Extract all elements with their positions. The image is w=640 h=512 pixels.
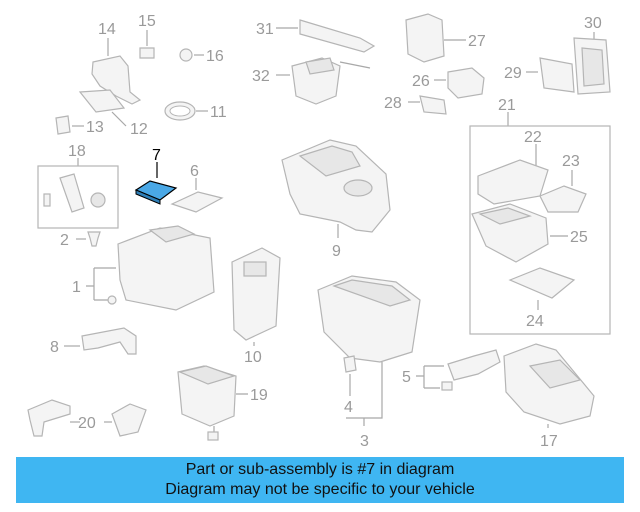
part-14-shape bbox=[91, 38, 142, 105]
part-2-shape bbox=[76, 231, 101, 247]
callout-13: 13 bbox=[86, 119, 104, 136]
callout-22: 22 bbox=[524, 129, 542, 146]
callout-21: 21 bbox=[498, 97, 516, 114]
part-17-shape bbox=[503, 343, 595, 428]
part-20-shape bbox=[27, 399, 80, 437]
info-banner: Part or sub-assembly is #7 in diagram Di… bbox=[16, 457, 624, 503]
callout-15: 15 bbox=[138, 13, 156, 30]
part-31-shape bbox=[276, 19, 376, 53]
callout-2: 2 bbox=[60, 232, 69, 249]
part-29-shape bbox=[526, 57, 575, 93]
part-1-shape bbox=[86, 225, 215, 311]
part-16-shape bbox=[179, 48, 204, 62]
callout-20: 20 bbox=[78, 415, 96, 432]
part-11-shape bbox=[164, 101, 208, 121]
callout-18: 18 bbox=[68, 143, 86, 160]
part-21-group bbox=[469, 112, 611, 335]
part-13-shape bbox=[55, 115, 84, 135]
part-20b-shape bbox=[104, 403, 147, 437]
callout-11: 11 bbox=[210, 104, 227, 121]
part-18-shape bbox=[37, 158, 119, 229]
part-27-shape bbox=[405, 13, 466, 63]
callout-24: 24 bbox=[526, 313, 544, 330]
part-12-shape bbox=[78, 89, 127, 127]
callout-31: 31 bbox=[256, 21, 274, 38]
callout-14: 14 bbox=[98, 21, 116, 38]
part-30-shape bbox=[573, 32, 611, 95]
banner-line-1: Part or sub-assembly is #7 in diagram bbox=[185, 461, 455, 478]
callout-23: 23 bbox=[562, 153, 580, 170]
callout-6: 6 bbox=[190, 163, 199, 180]
callout-17: 17 bbox=[540, 433, 558, 450]
part-9-shape bbox=[281, 139, 391, 238]
part-28-shape bbox=[408, 95, 447, 115]
part-5-shape bbox=[416, 349, 501, 391]
callout-4: 4 bbox=[344, 399, 353, 416]
part-7-shape[interactable] bbox=[134, 162, 178, 205]
banner-line-2: Diagram may not be specific to your vehi… bbox=[165, 481, 475, 498]
callout-32: 32 bbox=[252, 68, 270, 85]
callout-25: 25 bbox=[570, 229, 588, 246]
part-4-shape bbox=[343, 355, 357, 396]
part-10-shape bbox=[231, 247, 281, 346]
callout-7: 7 bbox=[152, 147, 161, 164]
part-19-shape bbox=[177, 365, 248, 441]
part-32-shape bbox=[276, 57, 371, 105]
callout-9: 9 bbox=[332, 243, 341, 260]
callout-29: 29 bbox=[504, 65, 522, 82]
callout-1: 1 bbox=[72, 279, 81, 296]
callout-16: 16 bbox=[206, 48, 224, 65]
part-8-shape bbox=[64, 327, 137, 355]
callout-3: 3 bbox=[360, 433, 369, 450]
parts-diagram: 1 2 3 4 5 6 7 8 9 10 11 12 13 14 15 16 1… bbox=[27, 13, 611, 450]
callout-10: 10 bbox=[244, 349, 262, 366]
part-6-shape bbox=[170, 178, 224, 213]
part-15-shape bbox=[139, 30, 155, 59]
part-26-shape bbox=[434, 67, 485, 99]
callout-19: 19 bbox=[250, 387, 268, 404]
callout-27: 27 bbox=[468, 33, 486, 50]
callout-12: 12 bbox=[130, 121, 148, 138]
callout-26: 26 bbox=[412, 73, 430, 90]
part-3-shape bbox=[317, 275, 421, 426]
callout-8: 8 bbox=[50, 339, 59, 356]
callout-30: 30 bbox=[584, 15, 602, 32]
callout-5: 5 bbox=[402, 369, 411, 386]
callout-28: 28 bbox=[384, 95, 402, 112]
